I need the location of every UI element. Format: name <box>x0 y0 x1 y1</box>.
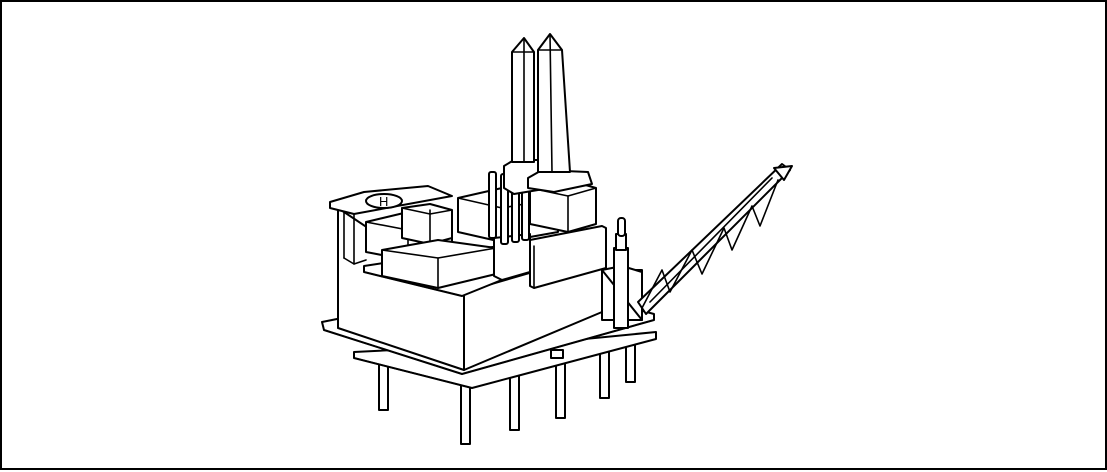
riser-1 <box>488 171 497 239</box>
helipad-marking-circle <box>365 193 403 209</box>
derrick-left-tower <box>511 37 535 163</box>
derrick-right <box>527 33 593 193</box>
leg-front-left <box>460 381 471 445</box>
crane-boom-tip <box>773 165 793 181</box>
derrick-right-tower <box>537 33 571 173</box>
helipad-marking-letter: H <box>379 194 388 209</box>
cellar-deck-bracket <box>550 349 564 359</box>
leg-middle <box>555 361 566 419</box>
helideck: H <box>329 185 453 265</box>
crane <box>601 163 793 329</box>
vent-stack-right <box>613 217 629 329</box>
right-mid-module <box>529 225 607 289</box>
crane-boom <box>637 163 793 315</box>
leg-front-middle <box>509 373 520 431</box>
leg-right <box>599 347 610 399</box>
